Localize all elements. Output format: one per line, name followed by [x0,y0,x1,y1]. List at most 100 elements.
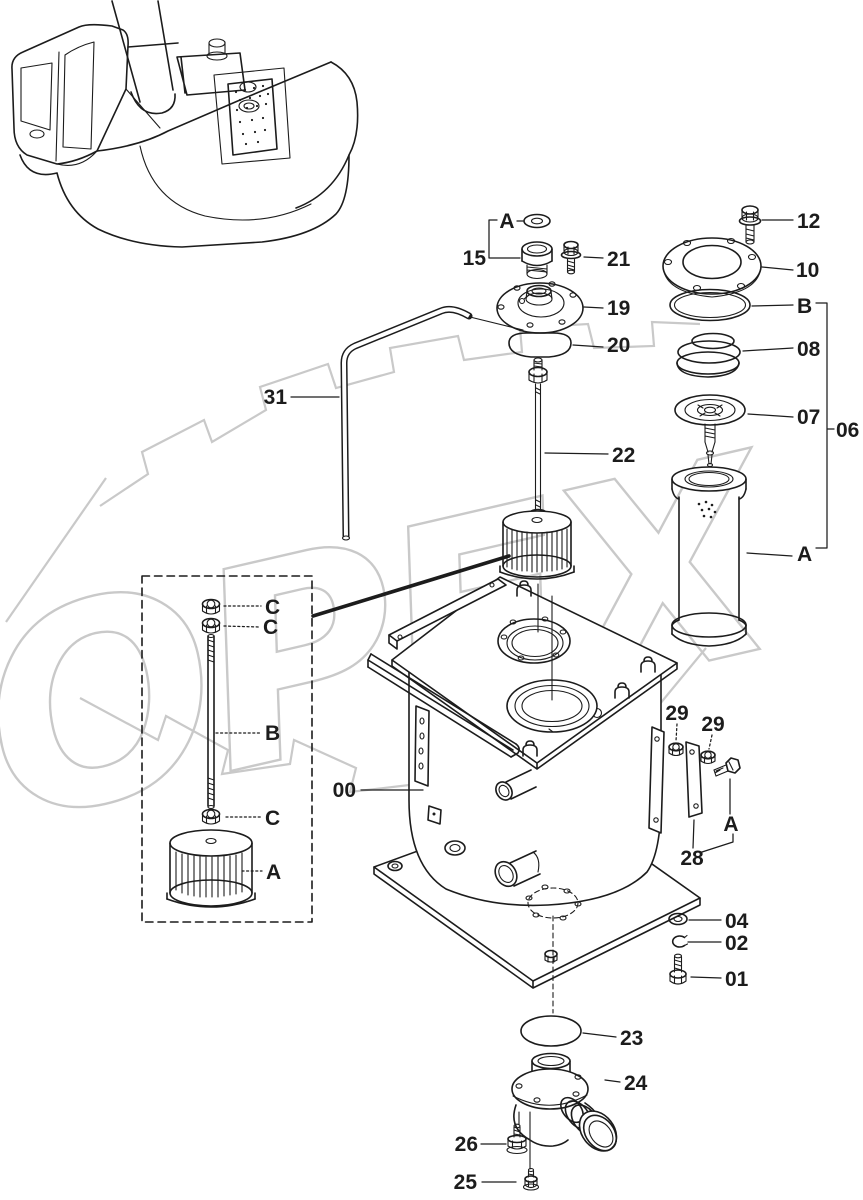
cab-deck-line [125,88,161,129]
tank-location-highlight [227,78,278,156]
cab-front-window [20,62,53,131]
leader-24 [604,1079,621,1083]
callout-24: 24 [624,1072,648,1095]
base-nut-icon [544,949,558,963]
callout-06: 06 [836,419,859,442]
callout-b-right: B [797,295,812,318]
tank-strap [648,726,665,834]
callout-29b: 29 [701,713,724,736]
lock-washer-02-icon [671,934,689,948]
strainer-a-detail [166,829,256,908]
loose-strap-28 [685,741,703,818]
leader-07 [747,413,794,418]
valve-07 [674,394,746,468]
callout-29a: 29 [665,702,688,725]
stub-pipe-lower [494,850,541,888]
detail-reference-line [311,554,511,618]
base-corner-boss [387,860,403,872]
strainer-detail-box: C C B C A [141,575,313,923]
seal-20 [508,332,572,358]
cab-base-line [56,150,98,166]
callout-08: 08 [797,338,821,361]
drain-group: 23 24 [454,1015,648,1194]
washer-04-icon [668,912,688,926]
nut-c2-icon [201,617,221,634]
callout-10: 10 [796,259,819,282]
gasket-23 [520,1015,582,1047]
leader-01 [690,976,722,979]
callout-19: 19 [607,297,630,320]
leader-b-right [751,304,794,307]
base-fastener-group: 04 02 01 [668,910,749,991]
leader-08 [742,347,794,352]
tank-side-clamp [427,805,442,825]
callout-26: 26 [455,1133,478,1156]
watermark-slant-left [5,477,107,623]
filler-cap-inset [206,38,228,61]
callout-a-top: A [499,210,514,233]
callout-20: 20 [607,334,630,357]
bolt-21-icon [560,240,582,275]
mount-rail-upper [388,578,507,650]
filler-cap [521,241,553,280]
nut-29b-icon [700,750,716,765]
deck-top-edge [96,61,332,152]
support-strip [414,705,430,787]
nut-c3-icon [201,808,221,825]
callout-a-right: A [797,543,812,566]
leader-28b [701,833,734,853]
nut-29a-icon [668,742,684,757]
strap-group: 29 29 A 28 [648,702,741,870]
leader-28a [692,819,695,849]
suction-strainer-top [499,510,575,580]
callout-23: 23 [620,1027,643,1050]
leader-10 [761,266,794,271]
leader-23 [582,1032,617,1038]
pipe-to-flange-line [469,316,524,331]
boom-foot [130,91,176,115]
cover-flange-19 [496,281,584,334]
leader-29a [675,723,678,742]
body-right-end [295,61,359,209]
callout-c2: C [263,616,278,639]
callout-01: 01 [725,968,749,991]
leader-19 [583,306,604,309]
cover-flange-10 [662,237,762,298]
drain-hole-pattern [525,884,582,921]
leader-a-right [746,552,793,557]
bolt-12-icon [738,205,762,245]
leader-20 [572,344,604,348]
leader-21 [583,256,604,259]
excavator-inset [11,0,359,248]
cab-outline [11,23,129,165]
callout-b-box: B [265,722,280,745]
ring-b [669,288,751,322]
cab-door-window [62,41,95,150]
drain-elbow-24 [511,1052,618,1152]
return-filter-group: 12 10 B 08 [662,205,859,647]
callout-31: 31 [264,386,288,409]
hatch-frame [213,67,291,165]
boom-lines [111,0,174,103]
door-handle [29,129,45,139]
callout-22: 22 [612,444,635,467]
callout-04: 04 [725,910,749,933]
callout-21: 21 [607,248,631,271]
filter-element-a [671,466,747,647]
callout-07: 07 [797,406,820,429]
bolt-26-icon [506,1123,528,1155]
callout-c1: C [265,596,280,619]
callout-02: 02 [725,932,748,955]
watermark-gear-top [99,320,701,507]
bolt-01-icon [669,953,687,985]
tank-boss-nut [444,840,466,856]
callout-15: 15 [463,247,487,270]
spring-08 [676,332,741,378]
callout-c3: C [265,807,280,830]
body-bottom [19,154,350,248]
callout-00: 00 [333,779,356,802]
callout-12: 12 [797,210,820,233]
detail-box-border [141,575,313,923]
